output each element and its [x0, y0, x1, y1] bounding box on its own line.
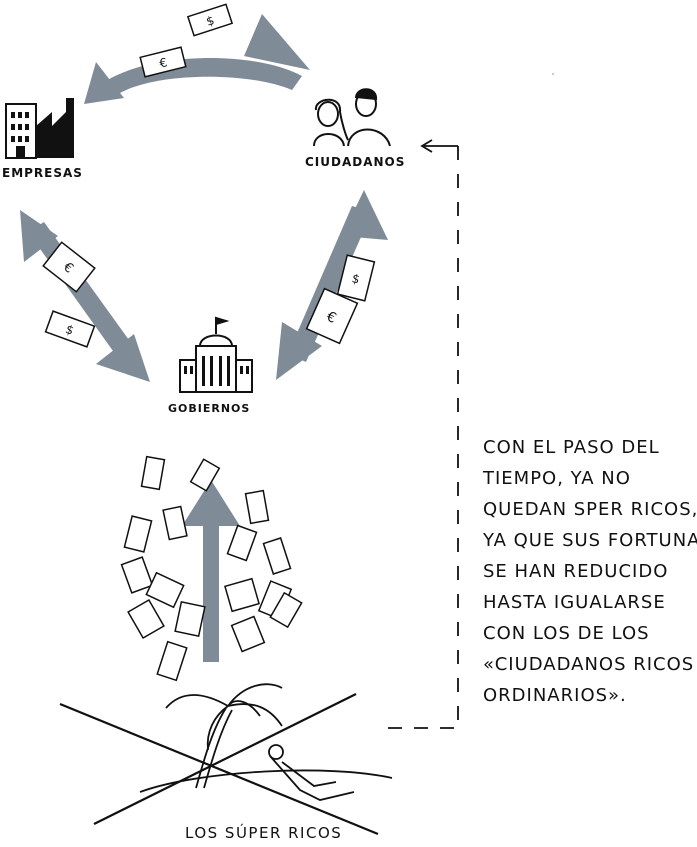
note-line: «CIUDADANOS RICOS [483, 654, 695, 675]
explanation-note: CON EL PASO DEL TIEMPO, YA NO QUEDAN SPE… [483, 432, 697, 711]
label-empresas: EMPRESAS [2, 166, 83, 180]
note-line: YA QUE SUS FORTUNAS [483, 530, 697, 551]
label-super-ricos: LOS SÚPER RICOS [185, 824, 343, 842]
note-line: SE HAN REDUCIDO [483, 561, 669, 582]
arrow-super-ricos-up [182, 480, 240, 662]
label-gobiernos: GOBIERNOS [168, 402, 251, 415]
beach-scene [139, 683, 393, 801]
dashed-feedback-arrow [388, 139, 459, 729]
banknote-right-1: $ [336, 254, 376, 302]
factory-icon [5, 98, 74, 159]
banknote-left-2: $ [44, 310, 96, 348]
banknote-top-1: $ [186, 3, 234, 37]
note-line: HASTA IGUALARSE [483, 592, 666, 613]
banknote-top-2: € [139, 46, 187, 78]
banknote-right-2: € [305, 287, 359, 345]
money-pile [120, 455, 303, 682]
svg-text:€: € [158, 55, 169, 70]
stray-dot [552, 73, 554, 75]
government-building-icon [179, 316, 253, 393]
arrow-ciudadanos-gobiernos [276, 190, 388, 380]
arrow-empresas-gobiernos [20, 210, 150, 382]
note-line: QUEDAN SPER RICOS, [483, 499, 697, 520]
note-line: ORDINARIOS». [483, 685, 627, 706]
note-line: TIEMPO, YA NO [483, 468, 631, 489]
svg-text:$: $ [64, 322, 76, 338]
svg-text:$: $ [205, 13, 217, 29]
note-line: CON LOS DE LOS [483, 623, 650, 644]
banknote-left-1: € [42, 241, 96, 293]
people-icon [313, 88, 391, 147]
note-line: CON EL PASO DEL [483, 437, 660, 458]
cross-out-x [59, 693, 379, 836]
svg-text:$: $ [350, 271, 361, 286]
label-ciudadanos: CIUDADANOS [305, 155, 406, 169]
